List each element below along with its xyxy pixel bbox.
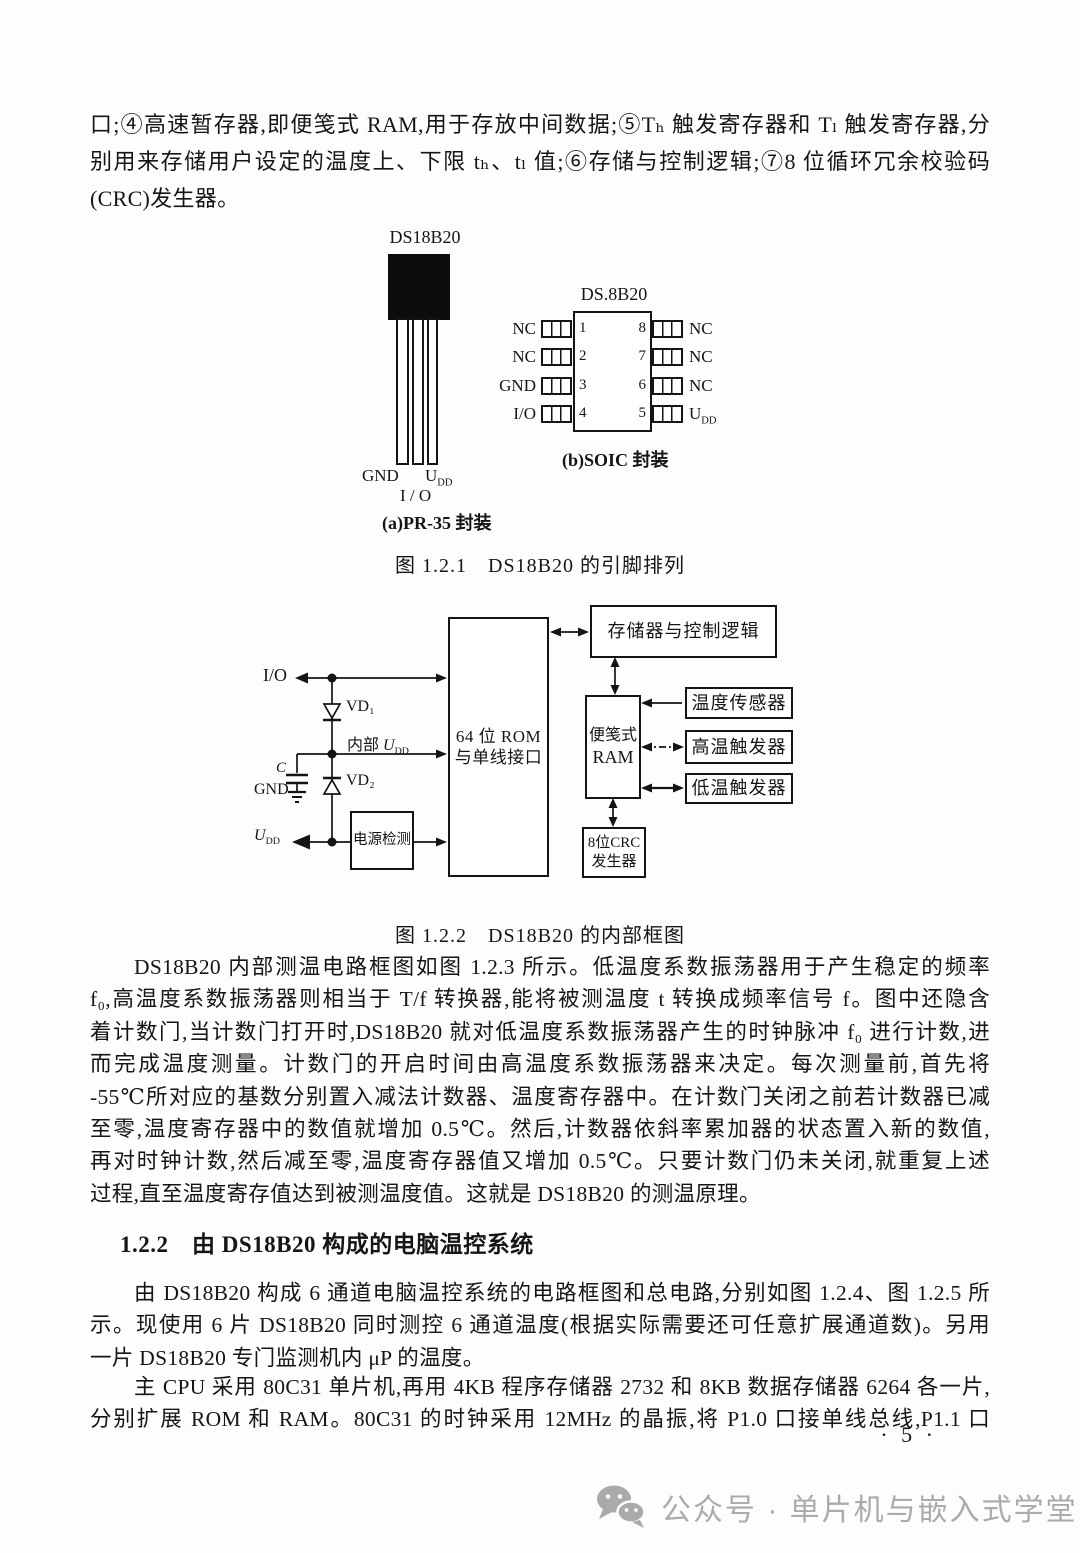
soic-pin-number: 7 [638,348,647,364]
to92-pin-label-udd: UDD [425,466,453,489]
soic-pin-label: NC [689,376,713,395]
wechat-icon [597,1485,646,1528]
internal-udd-label: 内部 UDD [347,737,409,758]
to92-pin-label-gnd: GND [362,466,399,485]
rom-box-label: 64 位 ROM [455,726,542,746]
rom-box: 64 位 ROM 与单线接口 [448,617,549,877]
section-heading: 1.2.2 由 DS18B20 构成的电脑温控系统 [120,1232,534,1257]
paragraph-principle: DS18B20 内部测温电路框图如图 1.2.3 所示。低温度系数振荡器用于产生… [90,951,990,1210]
ram-label: 便笺式 [588,726,637,744]
text-line: 别用来存储用户设定的温度上、下限 tₕ、tₗ 值;⑥存储与控制逻辑;⑦8 位循环… [90,149,990,174]
rom-box-label: 与单线接口 [454,748,543,767]
soic-pin-label-udd: UDD [689,404,717,427]
paragraph-cpu: 主 CPU 采用 80C31 单片机,再用 4KB 程序存储器 2732 和 8… [90,1371,990,1436]
text-line: f₀,高温度系数振荡器则相当于 T/f 转换器,能将被测温度 t 转换成频率信号… [90,987,990,1012]
soic-pin-label: NC [512,319,536,338]
figure-1-2-2-caption: 图 1.2.2 DS18B20 的内部框图 [395,925,685,947]
soic-pin [652,348,683,366]
figure-pinout: DS18B20 GND UDD I / O (a)PR-35 封装 DS.8B2… [340,225,760,537]
soic-caption: (b)SOIC 封装 [562,450,669,470]
soic-pin [652,377,683,395]
text-line: -55℃所对应的基数分别置入减法计数器、温度寄存器中。在计数门关闭之前若计数器已… [90,1084,990,1109]
watermark-text: 公众号 · 单片机与嵌入式学堂 [661,1494,1078,1527]
memory-control-label: 存储器与控制逻辑 [607,621,760,642]
power-detect-box: 电源检测 [350,811,414,870]
soic-body [573,311,652,432]
crc-label: 发生器 [591,853,637,870]
power-detect-label: 电源检测 [353,832,411,849]
soic-pin [541,405,572,423]
figure-block-diagram: 64 位 ROM 与单线接口 存储器与控制逻辑 便笺式 RAM 温度传感器 高温… [250,598,810,898]
to92-caption: (a)PR-35 封装 [382,513,492,533]
soic-pin-label: NC [689,347,713,366]
paragraph-intro: 口;④高速暂存器,即便笺式 RAM,用于存放中间数据;⑤Tₕ 触发寄存器和 Tₗ… [90,106,990,217]
temp-sensor-label: 温度传感器 [691,692,787,713]
soic-pin-number: 3 [579,377,587,393]
text-line: 再对时钟计数,然后减至零,温度寄存器值又增加 0.5℃。只要计数门仍未关闭,就重… [90,1149,990,1174]
soic-pin [541,320,572,338]
block-diagram-wiring [286,627,684,850]
soic-pin-number: 2 [579,348,587,364]
soic-pin [541,348,572,366]
to92-part-number: DS18B20 [389,227,461,247]
to92-body [388,254,450,320]
text-line: DS18B20 内部测温电路框图如图 1.2.3 所示。低温度系数振荡器用于产生… [134,955,990,979]
soic-pin [652,320,683,338]
crc-label: 8位CRC [587,834,641,851]
soic-pin-number: 8 [638,320,647,336]
soic-pin-number: 4 [579,405,587,421]
soic-pin-label: I/O [513,404,536,423]
memory-control-box: 存储器与控制逻辑 [590,605,777,658]
to92-leg [427,318,438,465]
soic-pin [541,377,572,395]
text-line: 主 CPU 采用 80C31 单片机,再用 4KB 程序存储器 2732 和 8… [134,1375,990,1399]
udd-net-label: UDD [254,827,280,848]
low-temp-trigger-label: 低温触发器 [691,778,787,799]
scratchpad-ram-box: 便笺式 RAM [585,695,641,799]
text-line: 一片 DS18B20 专门监测机内 μP 的温度。 [90,1345,485,1370]
text-line: 着计数门,当计数门打开时,DS18B20 就对低温度系数振荡器产生的时钟脉冲 f… [90,1019,990,1044]
high-temp-trigger-box: 高温触发器 [685,730,793,764]
text-line: 分别扩展 ROM 和 RAM。80C31 的时钟采用 12MHz 的晶振,将 P… [90,1407,990,1432]
ram-label: RAM [592,746,634,767]
vd2-label: VD₂ [346,772,375,789]
to92-leg [396,318,409,465]
text-line: 口;④高速暂存器,即便笺式 RAM,用于存放中间数据;⑤Tₕ 触发寄存器和 Tₗ… [90,112,990,137]
page-number: · 5 · [880,1422,937,1447]
soic-pin-number: 1 [579,320,587,336]
soic-pin-label: NC [512,347,536,366]
figure-1-2-1-caption: 图 1.2.1 DS18B20 的引脚排列 [395,555,685,577]
gnd-label: GND [254,781,289,798]
io-net-label: I/O [263,665,287,685]
text-line: 示。现使用 6 片 DS18B20 同时测控 6 通道温度(根据实际需要还可任意… [90,1313,990,1338]
high-temp-trigger-label: 高温触发器 [691,736,787,757]
to92-leg [412,318,424,465]
soic-pin-label: GND [499,376,536,395]
to92-pin-label-io: I / O [400,486,432,505]
soic-pin [652,405,683,423]
text-line: 至零,温度寄存器中的数值就增加 0.5℃。然后,计数器依斜率累加器的状态置入新的… [90,1116,990,1141]
temp-sensor-box: 温度传感器 [685,687,793,719]
paragraph-system: 由 DS18B20 构成 6 通道电脑温控系统的电路框图和总电路,分别如图 1.… [90,1277,990,1374]
text-line: 由 DS18B20 构成 6 通道电脑温控系统的电路框图和总电路,分别如图 1.… [134,1281,990,1305]
vd1-label: VD₁ [346,698,375,715]
soic-pin-number: 6 [638,377,647,393]
crc-generator-box: 8位CRC 发生器 [582,827,646,878]
text-line: 过程,直至温度寄存值达到被测温度值。这就是 DS18B20 的测温原理。 [90,1181,761,1206]
low-temp-trigger-box: 低温触发器 [685,773,793,804]
cap-label: C [276,760,287,776]
watermark: 公众号 · 单片机与嵌入式学堂 [594,1484,1078,1530]
soic-pin-label: NC [689,319,713,338]
soic-pin-number: 5 [638,405,647,421]
text-line: (CRC)发生器。 [90,186,240,211]
soic-part-number: DS.8B20 [580,284,648,304]
text-line: 而完成温度测量。计数门的开启时间由高温度系数振荡器来决定。每次测量前,首先将 [90,1052,990,1077]
